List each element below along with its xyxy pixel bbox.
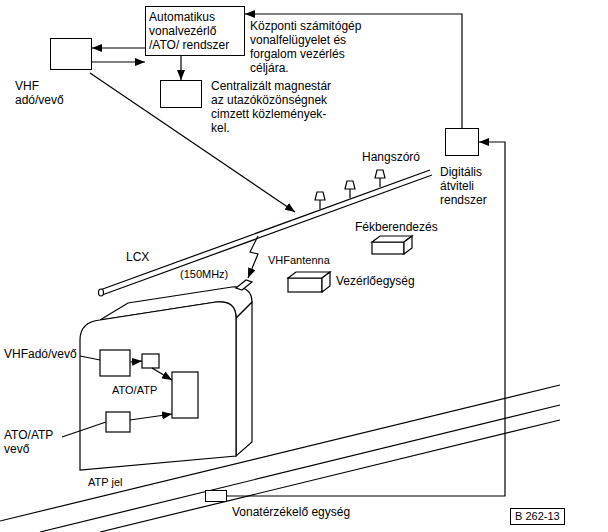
signal-arrow	[152, 368, 172, 380]
control-system-box: Automatikus vonalvezérlő /ATO/ rendszer	[145, 6, 245, 56]
loudspeaker-symbol	[315, 192, 325, 200]
radio-wave-bolt	[248, 236, 258, 278]
control-box	[288, 278, 322, 292]
annotation-text: Központi számitógép vonalfelügyelet és f…	[250, 19, 375, 75]
ato-atp-receiver-box	[106, 412, 130, 432]
loudspeakers	[315, 170, 385, 209]
node-text: VHF adó/vevő	[15, 79, 77, 107]
leader-line	[80, 356, 100, 360]
brake-unit	[372, 236, 412, 254]
speaker-stem	[349, 189, 350, 198]
control-box-side	[322, 272, 330, 292]
signal-connector	[92, 61, 145, 62]
node-text: Vonatérzékelő egység	[232, 505, 350, 519]
part-label: ATO/ATP vevő	[4, 428, 62, 456]
part-label: ATO/ATP	[112, 384, 157, 397]
train-front	[80, 302, 236, 470]
speaker-stem	[319, 200, 320, 209]
frequency-label: (150MHz)	[180, 268, 228, 281]
node-text: Centralizált magnestár az utazóközönségn…	[211, 79, 339, 135]
signal-label: ATP jel	[88, 476, 122, 489]
control-unit	[288, 272, 330, 292]
part-label: Hangszóró	[362, 150, 420, 164]
vhf-transceiver-box: VHF adó/vevő	[50, 38, 92, 70]
signal-connector	[180, 56, 181, 80]
train-side	[236, 302, 252, 456]
figure-number-box: B 262-13	[510, 508, 565, 525]
brake-box-side	[404, 236, 412, 254]
cable-end	[99, 289, 104, 296]
cable-label: LCX	[126, 250, 149, 264]
speaker-stem	[379, 178, 380, 187]
part-label: Fékberendezés	[355, 220, 438, 234]
ato-atp-box	[172, 372, 198, 418]
node-text: Automatikus vonalvezérlő /ATO/ rendszer	[149, 10, 241, 52]
brake-box	[372, 242, 404, 254]
vhf-antenna	[236, 280, 252, 290]
node-text: B 262-13	[515, 510, 560, 523]
vhf-transceiver-box	[100, 350, 130, 376]
train-car	[80, 280, 252, 470]
tape-recorder-box: Centralizált magnestár az utazóközönségn…	[160, 80, 202, 108]
leader-line	[62, 422, 106, 437]
signal-connector	[227, 142, 505, 496]
loudspeaker-symbol	[345, 181, 355, 189]
part-label: Vezérlőegység	[336, 274, 415, 288]
transmission-box: Digitális átviteli rendszer	[445, 128, 479, 156]
node-text: Digitális átviteli rendszer	[440, 165, 502, 207]
train-detector-box: Vonatérzékelő egység	[205, 490, 227, 502]
signal-arrow	[130, 361, 142, 362]
loudspeaker-symbol	[375, 170, 385, 178]
part-label: VHFadó/vevő	[4, 347, 77, 361]
ato-atp-box	[142, 354, 159, 368]
part-label: VHFantenna	[268, 254, 330, 267]
signal-connector	[92, 47, 145, 48]
signal-arrow	[130, 414, 172, 420]
